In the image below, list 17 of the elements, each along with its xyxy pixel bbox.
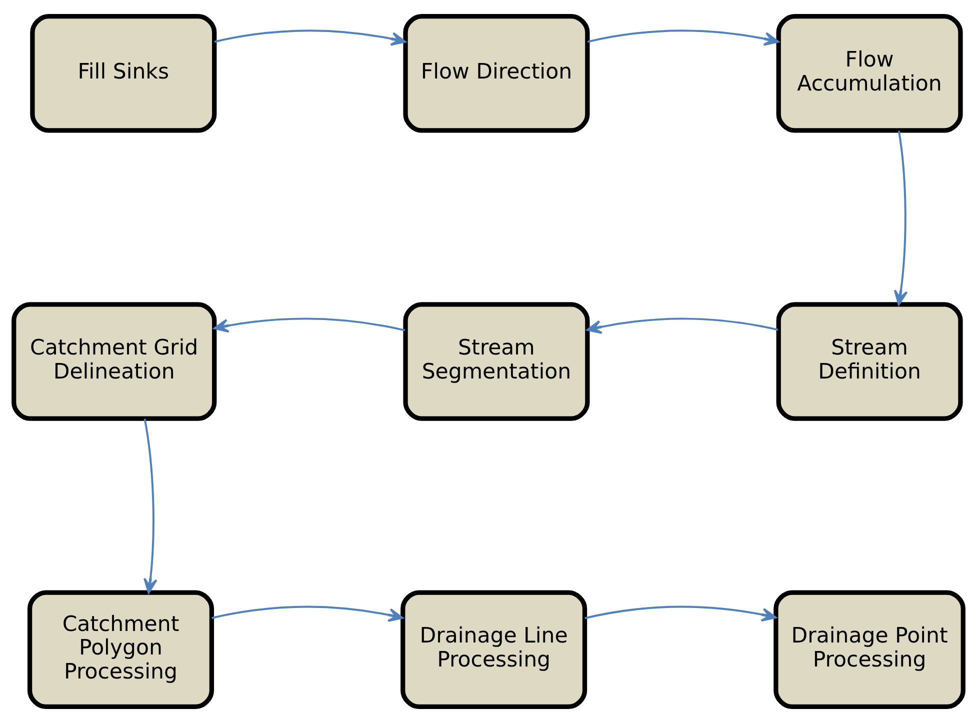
arrow — [584, 605, 777, 622]
arrow — [214, 29, 406, 46]
arrow — [894, 130, 908, 305]
arrow — [586, 317, 778, 334]
node-box: Fill Sinks — [30, 13, 217, 132]
arrow — [214, 317, 406, 332]
arrow — [144, 418, 158, 593]
node-box: Flow Direction — [403, 13, 590, 132]
arrow — [587, 29, 780, 46]
node-box: Drainage Line Processing — [400, 590, 588, 709]
node-box: Stream Segmentation — [403, 302, 590, 420]
node-box: Catchment Grid Delineation — [12, 302, 217, 420]
node-box: Flow Accumulation — [776, 13, 963, 132]
node-box: Catchment Polygon Processing — [27, 590, 214, 709]
node-box: Stream Definition — [776, 302, 963, 420]
node-box: Drainage Point Processing — [774, 590, 966, 709]
arrow — [212, 605, 404, 622]
